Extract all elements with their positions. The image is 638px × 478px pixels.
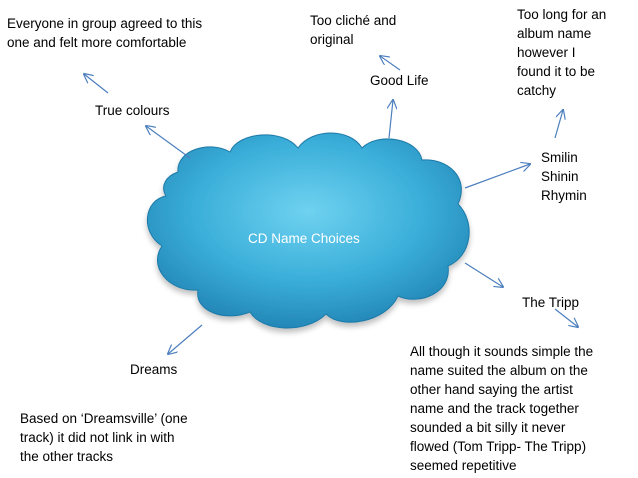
comment-line: original xyxy=(310,32,354,47)
comment-line: flowed (Tom Tripp- The Tripp) xyxy=(410,439,587,454)
comment-line: All though it sounds simple the xyxy=(410,344,594,359)
connector-arrows xyxy=(84,56,578,354)
comment-line: the other tracks xyxy=(20,449,114,464)
comment-line: Everyone in group agreed to this xyxy=(7,16,203,31)
comment-line: name suited the album on the xyxy=(410,363,588,378)
center-label: CD Name Choices xyxy=(248,231,360,246)
comment-line: Too cliché and xyxy=(310,13,397,28)
arrow-good-life-to-comment xyxy=(380,56,401,71)
arrow-cloud-to-good-life xyxy=(389,100,393,139)
comment-line: Too long for an xyxy=(517,7,607,22)
comment-line: catchy xyxy=(517,83,557,98)
option-word: Smilin xyxy=(541,150,578,165)
the-tripp-comment: All though it sounds simple the name sui… xyxy=(410,342,593,475)
option-the-tripp: The Tripp xyxy=(522,295,580,310)
comment-line: name and the track together xyxy=(410,401,579,416)
option-good-life: Good Life xyxy=(370,73,429,88)
comment-line: track) it did not link in with xyxy=(20,430,175,445)
arrow-true-colours-to-comment xyxy=(84,74,109,94)
cloud-shape xyxy=(146,132,470,329)
arrow-cloud-to-smilin xyxy=(464,164,530,189)
comment-line: found it to be xyxy=(517,64,596,79)
dreams-comment: Based on ‘Dreamsville’ (one track) it di… xyxy=(20,409,188,466)
comment-line: Based on ‘Dreamsville’ (one xyxy=(20,411,188,426)
option-dreams: Dreams xyxy=(130,362,178,377)
arrow-cloud-to-true-colours xyxy=(146,126,191,159)
smilin-comment: Too long for an album name however I fou… xyxy=(517,5,606,100)
option-true-colours: True colours xyxy=(95,103,170,118)
option-smilin-shinin-rhymin: Smilin Shinin Rhymin xyxy=(541,148,587,205)
arrow-cloud-to-dreams xyxy=(168,324,203,354)
comment-line: however I xyxy=(517,45,576,60)
comment-line: sounded a bit silly it never xyxy=(410,420,566,435)
arrow-cloud-to-the-tripp xyxy=(464,262,503,287)
comment-line: other hand saying the artist xyxy=(410,382,573,397)
option-word: Rhymin xyxy=(541,188,587,203)
good-life-comment: Too cliché and original xyxy=(310,11,396,49)
comment-line: one and felt more comfortable xyxy=(7,35,187,50)
option-word: Shinin xyxy=(541,169,579,184)
arrow-smilin-to-comment xyxy=(554,110,563,139)
arrow-tripp-to-comment xyxy=(554,308,578,327)
true-colours-comment: Everyone in group agreed to this one and… xyxy=(7,14,202,52)
comment-line: seemed repetitive xyxy=(410,458,517,473)
comment-line: album name xyxy=(517,26,592,41)
